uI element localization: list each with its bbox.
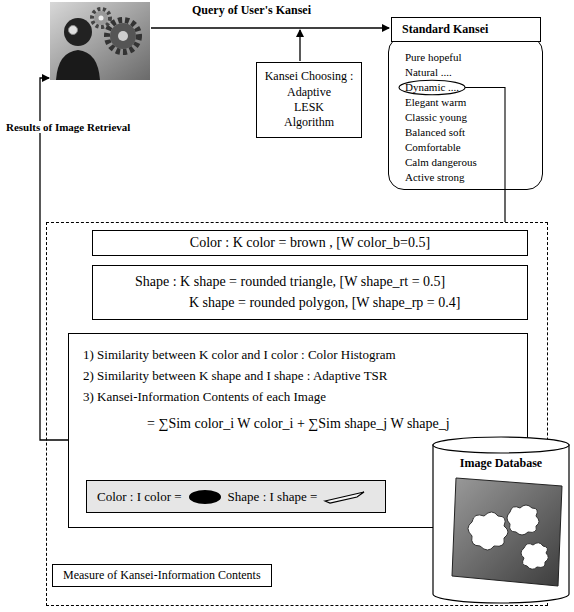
icon-ground <box>50 2 150 80</box>
list-item: Elegant warm <box>405 95 466 110</box>
step-text: 2) Similarity between K shape and I shap… <box>83 365 513 386</box>
box-text: Color : K color = brown , [W color_b=0.5… <box>190 235 430 250</box>
box-text: K shape = rounded polygon, [W shape_rp =… <box>189 292 517 313</box>
shape-box: Shape : K shape = rounded triangle, [W s… <box>92 265 528 320</box>
cookie-shape <box>521 543 548 570</box>
gear-teeth <box>92 9 110 27</box>
color-box: Color : K color = brown , [W color_b=0.5… <box>92 230 528 256</box>
list-item: Pure hopeful <box>405 50 462 65</box>
heading-text: Standard Kansei <box>402 22 488 36</box>
database-cylinder: Image Database <box>432 436 570 604</box>
shape-outline <box>325 492 364 503</box>
leader-line <box>465 88 505 191</box>
query-arrow <box>151 27 389 28</box>
region-title: Measure of Kansei-Information Contents <box>52 564 272 587</box>
color-sample <box>188 489 222 505</box>
box-text: Color : I color = <box>97 486 182 507</box>
process-box: Kansei Choosing :Adaptive LESK Algorithm <box>256 62 362 138</box>
box-text: Kansei Choosing : <box>262 69 356 84</box>
list-item: Comfortable <box>405 140 461 155</box>
list-item: Dynamic .... <box>405 80 459 95</box>
list-item: Classic young <box>405 110 467 125</box>
arrow-label: Query of User's Kansei <box>190 3 313 18</box>
cookie-shape <box>468 512 508 550</box>
highlight-ellipse <box>399 80 465 94</box>
arrow-label: Results of Image Retrieval <box>4 121 132 133</box>
person-body <box>56 50 100 80</box>
list-item: Natural .... <box>405 65 452 80</box>
shape-sample <box>323 489 367 505</box>
box-heading: Standard Kansei <box>391 17 541 42</box>
person-eye <box>69 26 78 35</box>
list-item: Calm dangerous <box>405 155 477 170</box>
list-item: Balanced soft <box>405 125 465 140</box>
box-text: Adaptive LESK Algorithm <box>278 85 340 130</box>
user-icon <box>50 2 150 80</box>
gear-teeth <box>107 20 139 52</box>
box-text: Shape : K shape = rounded triangle, [W s… <box>135 271 517 292</box>
database-title: Image Database <box>432 456 570 471</box>
step-text: = ∑Sim color_i W color_i + ∑Sim shape_j … <box>147 413 513 434</box>
list-item: Active strong <box>405 170 465 185</box>
kansei-list-box: Pure hopefulNatural ....Dynamic ....Eleg… <box>388 36 543 190</box>
person-head <box>64 18 92 46</box>
cookie-shape <box>507 505 539 535</box>
step-text: 1) Similarity between K color and I colo… <box>83 344 513 365</box>
gear <box>94 11 108 25</box>
color-blob <box>189 490 221 504</box>
cylinder-top <box>433 437 569 453</box>
choosing-arrow <box>299 30 300 61</box>
connector-line <box>504 190 505 222</box>
step-text: 3) Kansei-Information Contents of each I… <box>83 386 513 407</box>
gear-hub <box>99 16 104 21</box>
stored-image <box>452 478 562 586</box>
gear <box>110 23 136 49</box>
result-box: Color : I color = Shape : I shape = <box>86 480 386 513</box>
cylinder-body <box>433 445 569 603</box>
gear-hub <box>118 31 128 41</box>
box-text: Shape : I shape = <box>228 486 318 507</box>
image-shapes <box>468 505 548 569</box>
